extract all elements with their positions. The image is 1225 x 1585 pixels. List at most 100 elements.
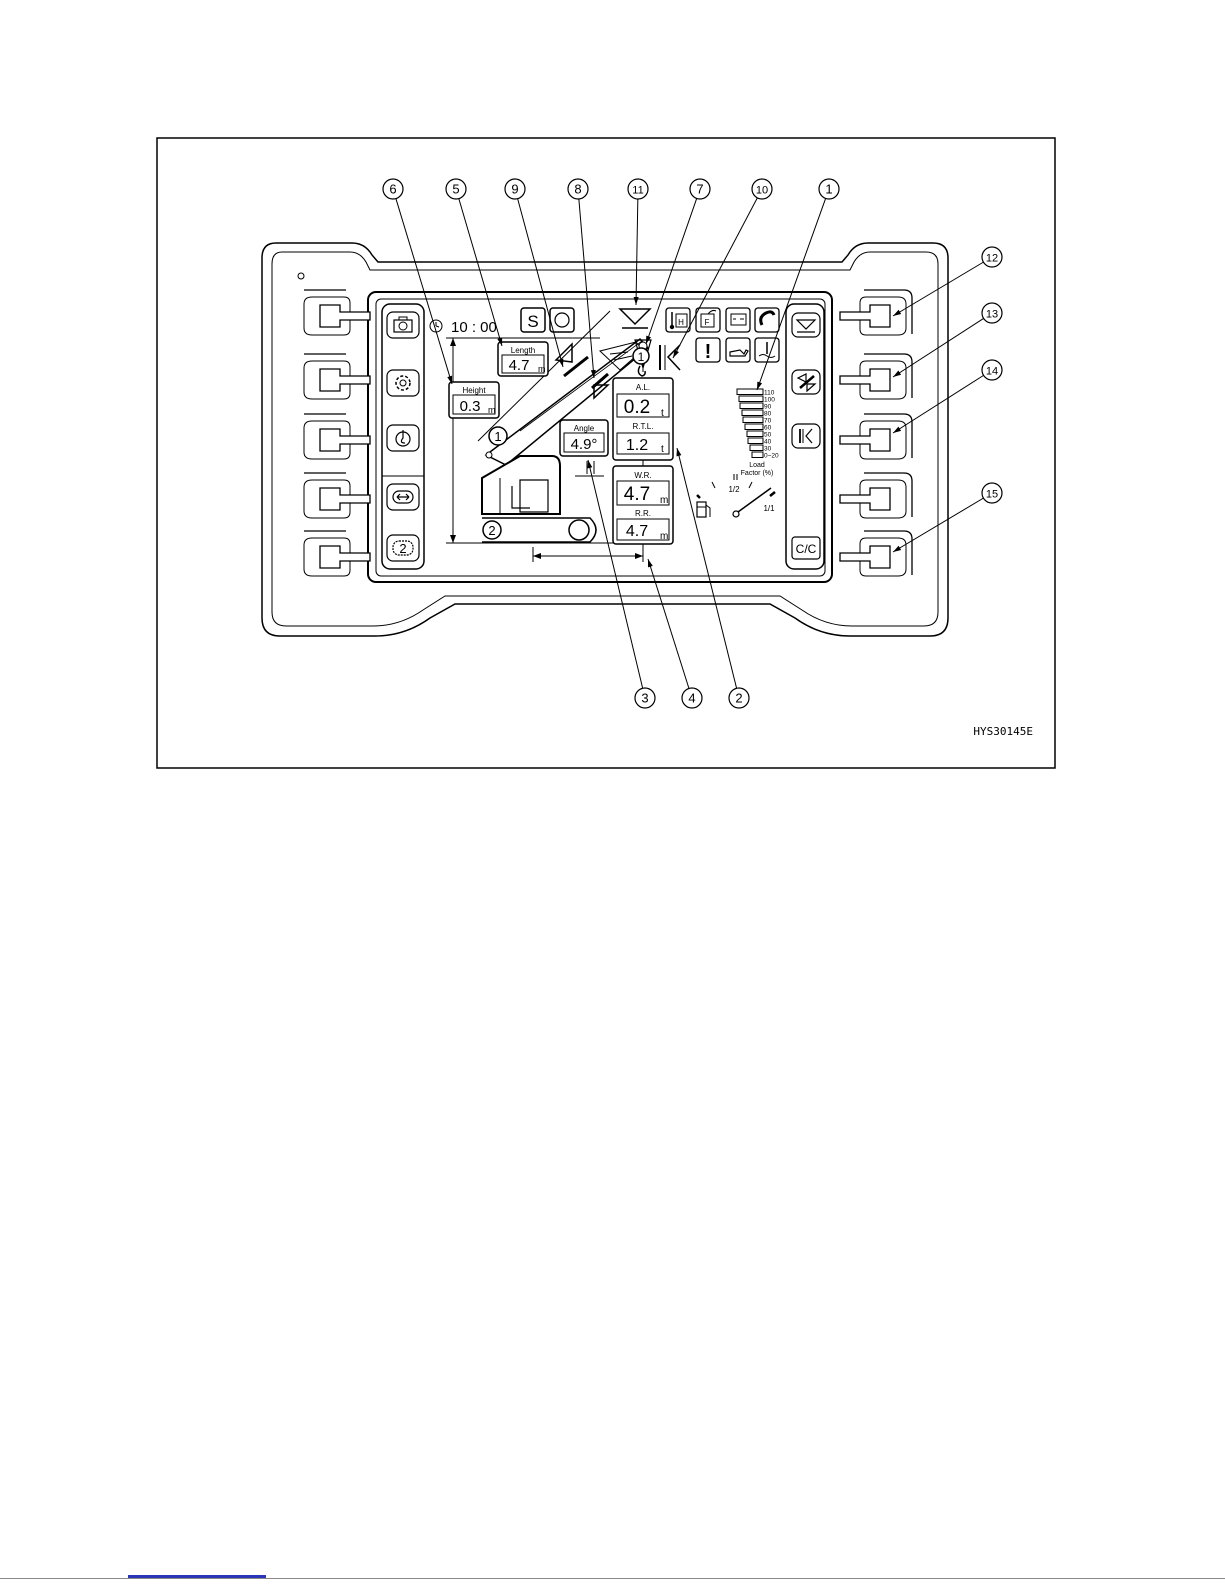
- swap-icon[interactable]: [387, 484, 419, 510]
- camera-icon[interactable]: [387, 312, 419, 338]
- figure-id: HYS30145E: [973, 725, 1033, 738]
- svg-text:Angle: Angle: [574, 424, 595, 433]
- engine-badge: [550, 308, 574, 332]
- load-factor-segment: [747, 431, 763, 437]
- load-factor-segment: [739, 396, 763, 402]
- load-factor-tick: 70: [764, 418, 772, 425]
- callout-10: 10: [673, 179, 772, 358]
- left-button-number: 2: [399, 541, 406, 556]
- right-hard-button-4[interactable]: [840, 473, 912, 518]
- page-footer-link[interactable]: [128, 1575, 266, 1578]
- load-panel: A.L. 0.2 t R.T.L. 1.2 t: [613, 378, 673, 460]
- svg-text:Length: Length: [511, 346, 535, 355]
- svg-text:4.7: 4.7: [509, 357, 530, 374]
- callout-number: 3: [641, 691, 648, 706]
- hook-stow-icon[interactable]: [792, 313, 820, 337]
- load-factor-segment: [740, 403, 763, 409]
- svg-text:t: t: [661, 408, 664, 419]
- svg-text:m: m: [488, 405, 496, 415]
- left-hard-button-4[interactable]: [304, 473, 370, 518]
- load-factor-tick: 50: [764, 432, 772, 439]
- fuel-full: 1/1: [763, 504, 775, 513]
- callout-number: 4: [688, 691, 695, 706]
- load-factor-tick: 100: [764, 397, 775, 404]
- load-factor-tick: 40: [764, 439, 772, 446]
- engine-icon: [555, 313, 569, 327]
- svg-text:!: !: [705, 341, 712, 363]
- indicator-light: [298, 273, 304, 279]
- load-factor-label-2: Factor (%): [741, 470, 774, 477]
- gear-icon[interactable]: [387, 370, 419, 396]
- svg-text:0.3: 0.3: [460, 398, 481, 415]
- right-hard-button-5[interactable]: [840, 531, 912, 576]
- callout-number: 8: [574, 182, 581, 197]
- load-factor-label-1: Load: [749, 462, 765, 469]
- load-factor-segment: [743, 417, 763, 423]
- callout-number: 10: [756, 185, 768, 197]
- callout-1: 1: [757, 179, 839, 390]
- callout-number: 5: [452, 182, 459, 197]
- boom-angle-icon[interactable]: [792, 370, 820, 394]
- load-factor-segment: [752, 452, 763, 458]
- left-hard-button-3[interactable]: [304, 414, 370, 459]
- working-radius-label: W.R.: [634, 471, 651, 480]
- right-hard-button-2[interactable]: [840, 354, 912, 399]
- crane-marker-2: 2: [488, 523, 495, 538]
- rtl-label: R.T.L.: [633, 422, 654, 431]
- mode-badge-text: S: [527, 312, 538, 331]
- left-hard-button-1[interactable]: [304, 290, 370, 335]
- page-footer-rule: [0, 1578, 1225, 1579]
- clock-readout: 10 : 00: [451, 319, 497, 336]
- load-factor-tick: 30: [764, 446, 772, 453]
- fuel-half: 1/2: [728, 485, 740, 494]
- hook-limit-icon[interactable]: [792, 424, 820, 448]
- svg-text:F: F: [705, 318, 710, 327]
- load-factor-segment: [742, 410, 763, 416]
- height-readout: Height 0.3 m: [449, 382, 499, 418]
- hook-icon[interactable]: [387, 425, 419, 451]
- callout-number: 9: [511, 182, 518, 197]
- load-factor-tick: 90: [764, 404, 772, 411]
- left-hard-button-5[interactable]: [304, 531, 370, 576]
- right-hard-button-1[interactable]: [840, 290, 912, 335]
- working-radius-value: 4.7: [624, 484, 650, 505]
- callout-11: 11: [628, 179, 648, 305]
- fuel-gauge: 1/2 1/1: [697, 474, 775, 517]
- callout-number: 13: [986, 309, 998, 321]
- callout-number: 6: [389, 182, 396, 197]
- crane-marker-1: 1: [494, 429, 501, 444]
- rear-radius-label: R.R.: [635, 509, 651, 518]
- cc-label: C/C: [796, 542, 817, 556]
- svg-text:4.9°: 4.9°: [571, 436, 598, 453]
- svg-text:m: m: [660, 531, 668, 542]
- svg-text:t: t: [661, 444, 664, 455]
- load-factor-tick: 60: [764, 425, 772, 432]
- load-factor-tick: 110: [764, 390, 775, 397]
- callout-number: 14: [986, 366, 998, 378]
- callout-number: 1: [825, 182, 832, 197]
- actual-load-label: A.L.: [636, 383, 650, 392]
- right-hard-button-3[interactable]: [840, 414, 912, 459]
- boom-hook-marker: 1: [638, 350, 645, 364]
- load-factor-segment: [750, 445, 763, 451]
- rear-radius-value: 4.7: [626, 523, 648, 540]
- svg-text:m: m: [538, 364, 546, 374]
- length-readout: Length 4.7 m: [498, 342, 548, 376]
- number-2-icon[interactable]: 2: [387, 535, 419, 561]
- load-factor-segment: [745, 424, 763, 430]
- load-factor-segment: [748, 438, 763, 444]
- callout-9: 9: [505, 179, 563, 367]
- load-factor-tick: 80: [764, 411, 772, 418]
- load-factor-segment: [737, 389, 763, 395]
- load-factor-tick: 0~20: [764, 453, 779, 460]
- left-hard-button-2[interactable]: [304, 354, 370, 399]
- radius-panel: W.R. 4.7 m R.R. 4.7 m: [613, 466, 673, 544]
- svg-text:m: m: [660, 495, 668, 506]
- callout-number: 2: [735, 691, 742, 706]
- callout-number: 7: [696, 182, 703, 197]
- callout-number: 11: [632, 185, 643, 197]
- callout-6: 6: [383, 179, 452, 384]
- svg-text:H: H: [678, 318, 684, 327]
